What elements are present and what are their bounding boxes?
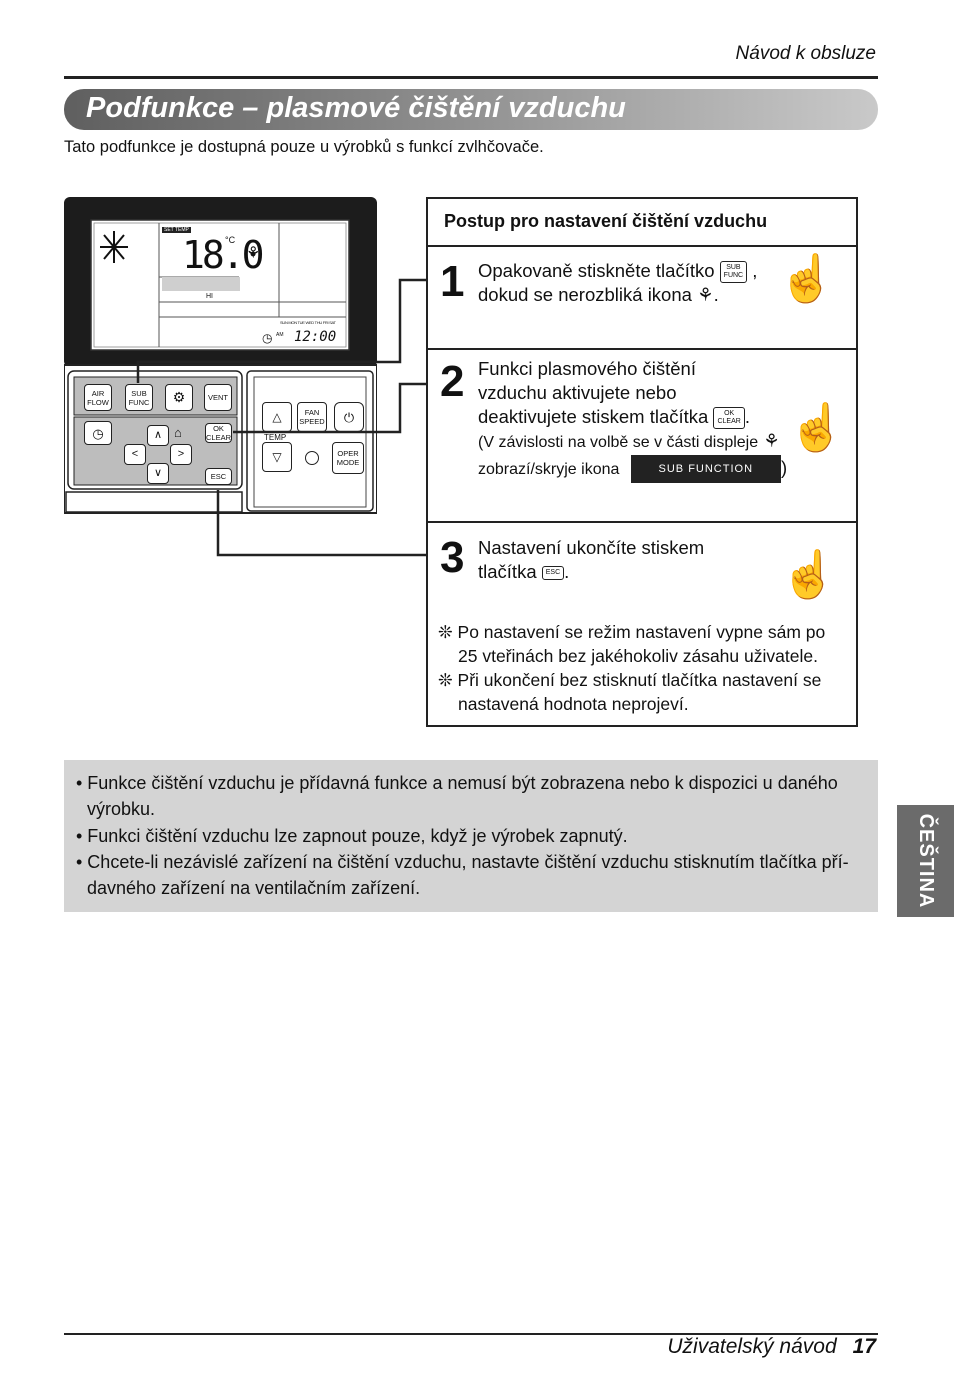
note-2: ❊ Při ukončení bez stisknutí tlačítka na… — [438, 670, 822, 690]
plasma-icon: ⚘ — [697, 284, 714, 306]
step-2-line-b: vzduchu aktivujete nebo — [478, 382, 677, 403]
step-1-line-a: Opakovaně stiskněte tlačítko — [478, 260, 715, 281]
chevron-right-icon: > — [177, 448, 185, 460]
power-button[interactable]: ⏻ — [334, 402, 364, 432]
footer-label: Uživatelský návod — [667, 1335, 837, 1358]
down-arrow-button[interactable]: ∨ — [147, 463, 169, 484]
power-icon: ⏻ — [343, 409, 355, 425]
oper-mode-button[interactable]: OPER MODE — [332, 442, 364, 474]
note-1: ❊ Po nastavení se režim nastavení vypne … — [438, 622, 826, 642]
hand-press-icon: ☝ — [780, 548, 838, 600]
esc-key-icon: ESC — [541, 566, 565, 581]
chevron-left-icon: < — [131, 448, 139, 460]
info-box: • Funkce čištění vzduchu je přídavná fun… — [64, 760, 878, 912]
step-2-line-a: Funkci plasmového čištění — [478, 358, 696, 379]
settings-button[interactable]: ⚙ — [165, 384, 193, 411]
step-3-text: Nastavení ukončíte stiskem tlačítka ESC. — [478, 537, 705, 582]
chevron-down-icon: ∨ — [153, 467, 163, 479]
footer: Uživatelský návod 17 — [667, 1335, 876, 1359]
step-1-number: 1 — [440, 257, 465, 306]
air-flow-button[interactable]: AIR FLOW — [84, 384, 112, 411]
bottom-rule — [64, 1333, 878, 1335]
home-icon: ⌂ — [174, 425, 182, 440]
top-rule — [64, 76, 878, 79]
bullet-2: • Funkci čištění vzduchu lze zapnout pou… — [76, 826, 628, 846]
sub-function-badge: SUB FUNCTION — [630, 455, 782, 484]
note-1-cont: 25 vteřinách bez jakéhokoliv zásahu uživ… — [458, 646, 818, 666]
step-2-text: Funkci plasmového čištění vzduchu aktivu… — [478, 357, 787, 484]
time-readout: 12:00 — [294, 329, 337, 345]
temperature-unit: °C — [225, 235, 236, 245]
bullet-1-cont: výrobku. — [87, 799, 156, 819]
bullet-3: • Chcete-li nezávislé zařízení na čištěn… — [76, 852, 849, 872]
temp-label: TEMP — [264, 433, 287, 442]
intro-text: Tato podfunkce je dostupná pouze u výrob… — [64, 138, 544, 156]
left-arrow-button[interactable]: < — [124, 444, 146, 465]
procedure-box: Postup pro nastavení čištění vzduchu 1 O… — [426, 197, 858, 727]
note-2-cont: nastavená hodnota neprojeví. — [458, 694, 689, 714]
clock-icon: ◷ — [92, 425, 104, 441]
step-3-line-b: tlačítka — [478, 561, 537, 582]
gear-icon: ⚙ — [172, 389, 186, 405]
esc-button[interactable]: ESC — [205, 468, 232, 485]
step-2-line-e: zobrazí/skryje ikona — [478, 461, 620, 478]
right-arrow-button[interactable]: > — [170, 444, 192, 465]
step-3-number: 3 — [440, 533, 465, 582]
temperature-readout: 18.0 — [182, 233, 264, 277]
bullet-1: • Funkce čištění vzduchu je přídavná fun… — [76, 773, 838, 793]
clock-icon: ◷ — [262, 331, 273, 345]
am-indicator: AM — [276, 332, 284, 338]
plasma-icon: ⚘ — [763, 430, 780, 452]
plasma-icon: ⚘ — [246, 245, 261, 262]
section-title-bar: Podfunkce – plasmové čištění vzduchu — [64, 89, 878, 130]
vent-button[interactable]: VENT — [204, 384, 232, 411]
step-3-line-a: Nastavení ukončíte stiskem — [478, 537, 705, 558]
weekday-row: SUN MON TUE WED THU FRI SAT — [280, 320, 336, 325]
sub-func-button[interactable]: SUB FUNC — [125, 384, 153, 411]
set-temp-indicator: SET TEMP — [162, 227, 191, 233]
step-2-line-d: (V závislosti na volbě se v části disple… — [478, 434, 759, 452]
section-title: Podfunkce – plasmové čištění vzduchu — [86, 92, 626, 124]
triangle-down-icon: ▽ — [272, 449, 282, 464]
remote-controller-illustration: SET TEMP 18.0 °C ⚘ HI SUN MON TUE WED TH… — [64, 197, 377, 517]
bullet-3-cont: davného zařízení na ventilačním zařízení… — [87, 878, 421, 898]
connector-lines — [136, 278, 428, 557]
up-arrow-button[interactable]: ∧ — [147, 425, 169, 446]
hand-press-icon: ☝ — [778, 252, 836, 304]
ok-clear-button[interactable]: OK CLEAR — [205, 423, 232, 443]
fan-speed-button[interactable]: FAN SPEED — [297, 402, 327, 432]
fan-level: HI — [206, 293, 213, 300]
hand-press-icon: ☝ — [788, 401, 846, 453]
temp-down-button[interactable]: ▽ — [262, 442, 292, 472]
step-1-line-b: dokud se nerozbliká ikona — [478, 284, 692, 306]
timer-button[interactable]: ◷ — [84, 421, 112, 445]
triangle-up-icon: △ — [272, 409, 282, 424]
page-number: 17 — [852, 1335, 876, 1358]
step-2-line-c: deaktivujete stiskem tlačítka — [478, 406, 709, 427]
header-title: Návod k obsluze — [735, 43, 876, 64]
step-2-number: 2 — [440, 357, 465, 406]
language-tab: ČEŠTINA — [897, 805, 954, 917]
indicator-led — [305, 451, 319, 465]
procedure-title: Postup pro nastavení čištění vzduchu — [444, 211, 768, 231]
chevron-up-icon: ∧ — [153, 429, 163, 441]
language-tab-label: ČEŠTINA — [915, 813, 937, 909]
